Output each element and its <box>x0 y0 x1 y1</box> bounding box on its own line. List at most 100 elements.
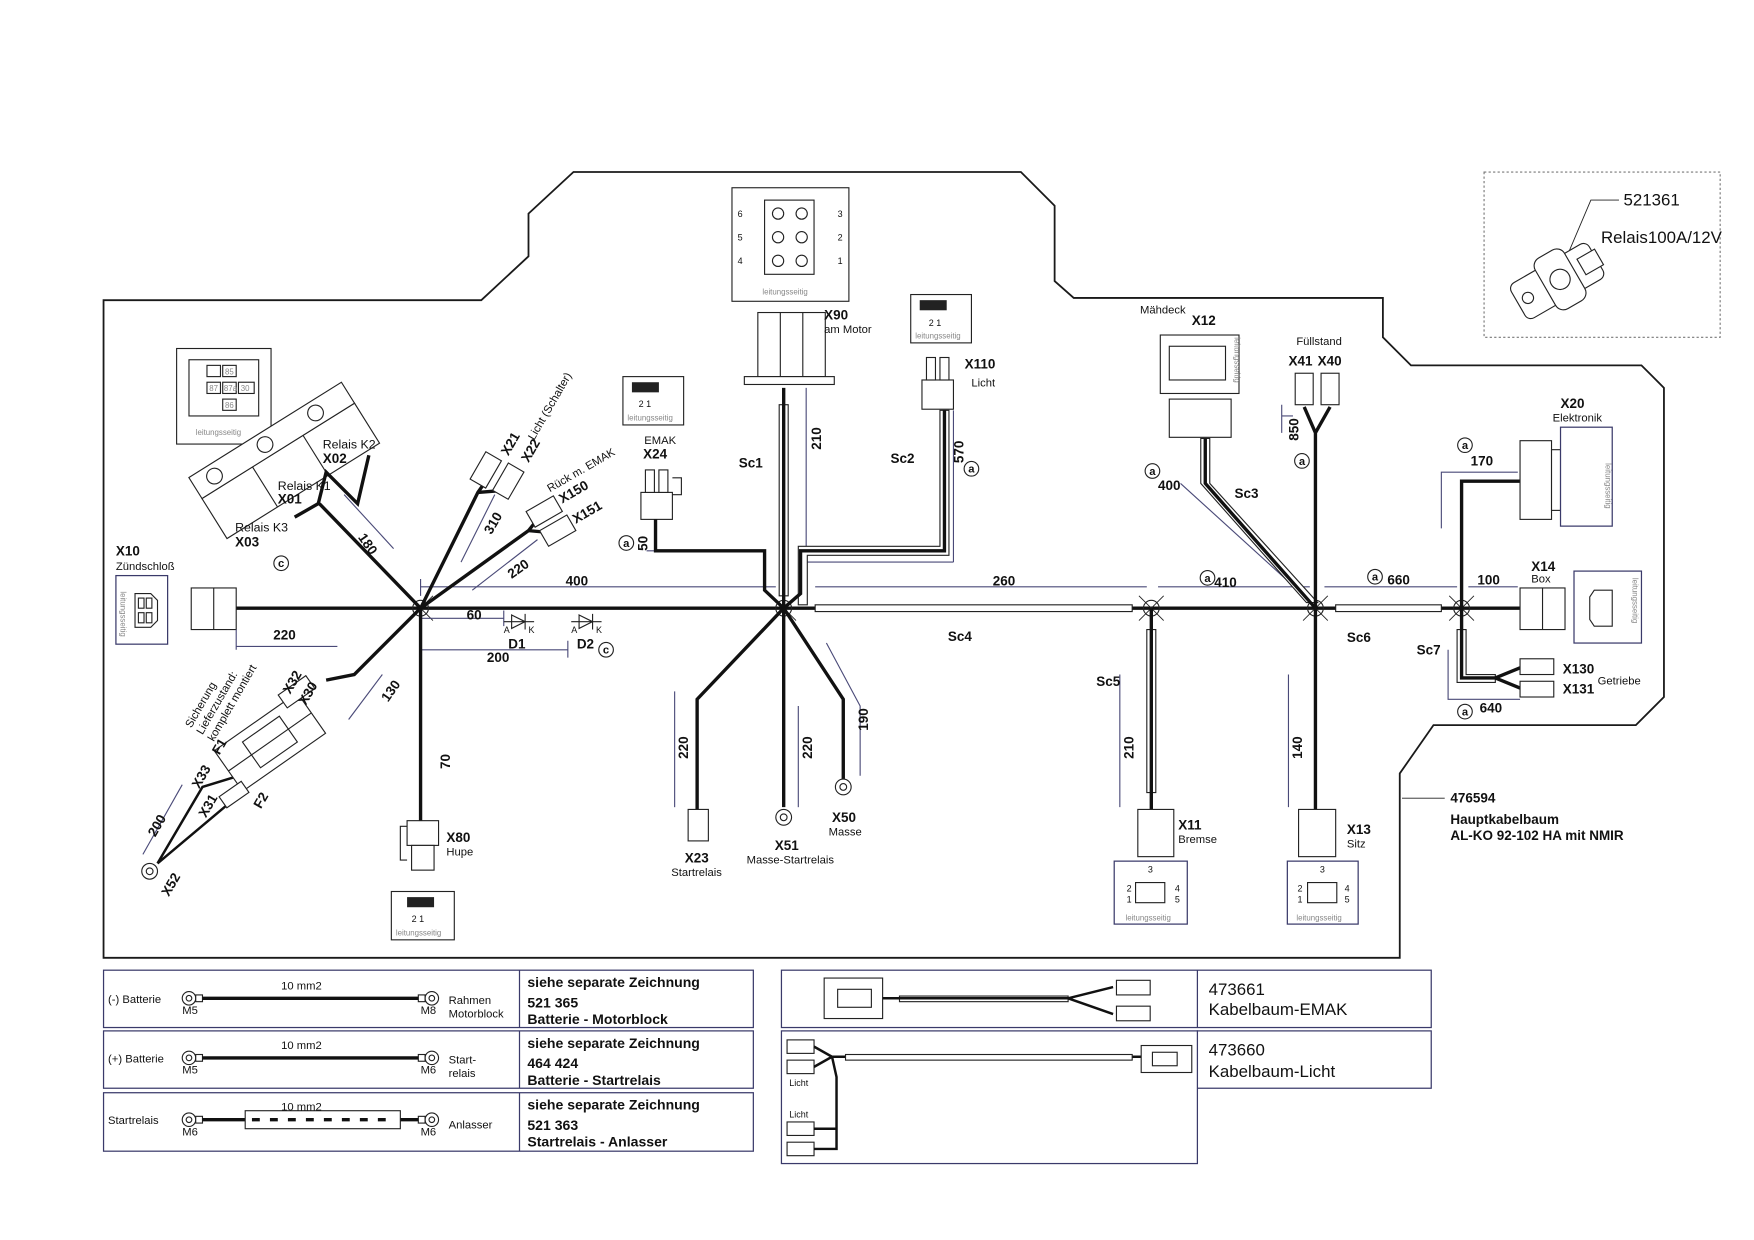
cable-right-terminal: M6 <box>421 1126 437 1138</box>
d1-id: D1 <box>508 637 526 652</box>
marker-a: a <box>1299 456 1306 468</box>
marker-a: a <box>1462 440 1469 452</box>
sc3-label: Sc3 <box>1234 486 1258 501</box>
x90-pin-3: 3 <box>838 209 843 219</box>
connector-x110 <box>910 293 972 410</box>
marker-a: a <box>1372 572 1379 584</box>
connectors-x150-x151 <box>525 495 577 548</box>
title-part-number: 476594 <box>1450 791 1495 806</box>
x90-pin-2: 2 <box>838 233 843 243</box>
x50-id: X50 <box>832 810 856 825</box>
x40-desc: Füllstand <box>1296 336 1342 348</box>
licht-part-number: 473660 <box>1209 1041 1265 1060</box>
marker-a-circle <box>618 535 635 551</box>
dim-x52: 200 <box>145 812 169 839</box>
separate-cables-table <box>102 969 754 1152</box>
marker-a-circle <box>1457 703 1473 720</box>
sc6-label: Sc6 <box>1347 630 1371 645</box>
emak-name: Kabelbaum-EMAK <box>1209 1000 1348 1019</box>
dim-x110: 570 <box>952 441 967 463</box>
x01-desc: Relais K1 <box>278 479 331 493</box>
marker-a-circle <box>1199 569 1216 586</box>
x11-pin-5: 5 <box>1175 895 1180 905</box>
x90-pin-5: 5 <box>738 233 743 243</box>
dim-400: 400 <box>566 574 589 589</box>
x10-desc: Zündschloß <box>116 561 175 573</box>
dim-node3: 410 <box>1214 575 1237 590</box>
marker-a-circle <box>963 460 980 477</box>
x12-desc: Mähdeck <box>1140 305 1186 317</box>
sc5-label: Sc5 <box>1096 674 1120 689</box>
x110-id: X110 <box>965 357 996 372</box>
x90-pin-1: 1 <box>838 256 843 266</box>
ring-cable-icon <box>181 1110 440 1130</box>
x02-id: X02 <box>323 451 347 466</box>
x130-id: X130 <box>1563 661 1595 676</box>
marker-c: c <box>278 558 284 570</box>
x80-desc: Hupe <box>446 847 473 859</box>
connector-x12 <box>1159 334 1319 610</box>
relay-pin-85: 85 <box>225 367 234 376</box>
relay-part-number: 521361 <box>1623 191 1679 210</box>
dim-d1: 60 <box>467 607 482 622</box>
x24-desc: EMAK <box>644 435 676 447</box>
cable-left-terminal: M6 <box>182 1126 198 1138</box>
cable-right-line1: Rahmen <box>449 995 491 1007</box>
dim-relays: 180 <box>355 530 380 557</box>
x110-face-label: leitungsseitig <box>915 331 960 340</box>
dim-x90: 210 <box>809 427 824 449</box>
dim-sc4: 260 <box>993 574 1016 589</box>
connector-x14 <box>1519 570 1643 644</box>
cable-left-label: Startrelais <box>108 1115 159 1127</box>
marker-a-circle <box>1294 453 1310 469</box>
branch-wires-node-2 <box>653 387 950 842</box>
x11-id: X11 <box>1178 818 1202 833</box>
dim-x23: 220 <box>676 736 691 759</box>
x02-desc: Relais K2 <box>323 438 376 452</box>
cable-gauge: 10 mm2 <box>281 1040 322 1052</box>
x10-face-label: leitungsseitig <box>118 591 127 636</box>
x10-id: X10 <box>116 543 140 558</box>
x40-id: X40 <box>1318 353 1342 368</box>
x24-face-label: leitungsseitig <box>627 413 672 422</box>
x11-face-label: leitungsseitig <box>1125 914 1170 923</box>
dim-x130: 640 <box>1480 701 1503 716</box>
x20-desc: Elektronik <box>1553 413 1603 425</box>
relay-socket-face-label: leitungsseitig <box>196 428 241 437</box>
sub-harness-boxes <box>780 969 1432 1165</box>
relay-pin-30: 30 <box>241 384 250 393</box>
connector-x10 <box>115 574 338 650</box>
x12-id: X12 <box>1192 313 1216 328</box>
x13-pin-1: 1 <box>1297 895 1302 905</box>
sc1-label: Sc1 <box>739 456 763 471</box>
dim-x10: 220 <box>273 628 296 643</box>
connector-x90 <box>731 187 850 386</box>
cable-ref-name: Startrelais - Anlasser <box>527 1134 668 1150</box>
relay-label: Relais100A/12V <box>1601 228 1723 247</box>
subtitle: AL-KO 92-102 HA mit NMIR <box>1450 828 1624 843</box>
x21-desc: Licht (Schalter) <box>526 371 574 443</box>
d1-anode: A <box>504 625 510 635</box>
x24-pins: 2 1 <box>639 399 652 409</box>
x13-id: X13 <box>1347 822 1371 837</box>
x14-face-label: leitungsseitig <box>1630 578 1639 623</box>
cable-ref-number: 521 363 <box>527 1117 578 1133</box>
x20-face-label: leitungsseitig <box>1603 463 1612 508</box>
cable-left-terminal: M5 <box>182 1005 198 1017</box>
relay-callout <box>1483 171 1721 338</box>
cable-ref-name: Batterie - Startrelais <box>527 1072 661 1088</box>
x50-desc: Masse <box>829 826 862 838</box>
x11-pin-1: 1 <box>1127 895 1132 905</box>
x23-id: X23 <box>685 850 709 865</box>
x52-id: X52 <box>158 870 183 898</box>
dim-x14: 100 <box>1477 573 1500 588</box>
x90-desc: am Motor <box>824 324 872 336</box>
x131-desc: Getriebe <box>1598 676 1641 688</box>
dim-x80: 70 <box>438 754 453 769</box>
dim-x51: 220 <box>800 736 815 759</box>
f1-id: F1 <box>209 735 230 757</box>
x151-id: X151 <box>570 497 605 526</box>
f2-id: F2 <box>251 790 272 811</box>
marker-c-circle <box>273 555 290 572</box>
x13-pin-3: 3 <box>1320 864 1325 874</box>
